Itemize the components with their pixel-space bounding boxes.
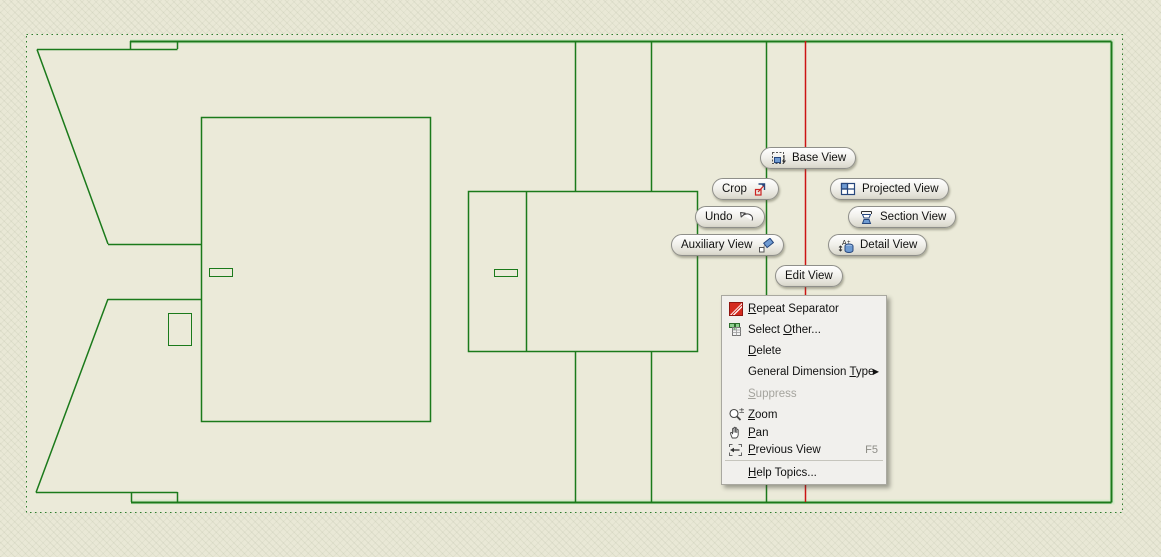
menu-item-label: Repeat Separator — [748, 302, 839, 315]
button-label: Auxiliary View — [681, 239, 753, 251]
auxiliary-view-button[interactable]: Auxiliary View — [671, 234, 785, 256]
button-label: Base View — [792, 152, 847, 164]
repeat-separator-icon — [726, 301, 745, 316]
undo-button[interactable]: Undo — [695, 206, 765, 228]
context-menu: Repeat Separator Select Other... Delete … — [721, 295, 887, 485]
projected-view-button[interactable]: Projected View — [830, 178, 949, 200]
menu-item-repeat-separator[interactable]: Repeat Separator — [722, 298, 886, 319]
crop-button[interactable]: Crop — [712, 178, 779, 200]
detail-view-icon: A + — [838, 238, 855, 253]
auxiliary-view-icon — [757, 237, 775, 253]
pan-icon — [726, 425, 745, 440]
slot-cutout-3[interactable] — [494, 269, 518, 277]
detail-view-button[interactable]: A + Detail View — [828, 234, 928, 256]
undo-icon — [738, 210, 755, 225]
menu-item-pan[interactable]: Pan — [722, 424, 886, 441]
menu-item-label: Suppress — [748, 388, 797, 400]
bottom-left-edge[interactable] — [36, 491, 179, 502]
notch-connector-edges[interactable] — [108, 243, 201, 301]
drawing-sheet — [26, 34, 1122, 512]
button-label: Undo — [705, 211, 733, 223]
menu-item-select-other[interactable]: Select Other... — [722, 319, 886, 340]
submenu-arrow-icon: ▶ — [872, 367, 879, 376]
menu-item-label: General Dimension Type — [748, 366, 873, 378]
outer-profile-edges[interactable] — [130, 40, 1113, 504]
svg-text:+: + — [847, 240, 851, 246]
bend-lines[interactable] — [574, 41, 653, 502]
menu-item-suppress: Suppress — [722, 383, 886, 405]
menu-shortcut: F5 — [865, 443, 878, 456]
flat-pattern-geometry[interactable] — [35, 40, 1113, 504]
menu-item-help-topics[interactable]: Help Topics... — [722, 463, 886, 482]
flat-pattern-highlight — [130, 39, 1115, 505]
base-view-icon — [770, 151, 787, 166]
left-notch-diagonals[interactable] — [35, 49, 109, 493]
button-label: Crop — [722, 183, 747, 195]
previous-view-icon — [726, 442, 745, 457]
section-view-button[interactable]: Section View — [848, 206, 957, 228]
zoom-plusminus-glyph: ± — [738, 407, 744, 415]
base-view-button[interactable]: Base View — [760, 147, 857, 169]
slot-cutout-2[interactable] — [168, 313, 192, 346]
menu-item-delete[interactable]: Delete — [722, 340, 886, 361]
menu-item-label: Zoom — [748, 408, 778, 421]
menu-item-label: Pan — [748, 426, 769, 439]
button-label: Edit View — [785, 270, 833, 282]
button-label: Detail View — [860, 239, 918, 251]
menu-item-general-dimension-type[interactable]: General Dimension Type ▶ — [722, 361, 886, 383]
detail-letter: A — [842, 240, 847, 247]
projected-view-icon — [840, 182, 857, 197]
edit-view-button[interactable]: Edit View — [775, 265, 843, 287]
button-label: Section View — [880, 211, 947, 223]
menu-item-label: Delete — [748, 344, 782, 357]
left-panel-rectangle[interactable] — [200, 116, 432, 423]
button-label: Projected View — [862, 183, 939, 195]
menu-separator — [725, 460, 883, 461]
menu-item-label: Help Topics... — [748, 466, 817, 479]
crop-icon — [752, 182, 769, 197]
sheet-dotted-border — [26, 34, 1123, 513]
menu-item-previous-view[interactable]: Previous View F5 — [722, 441, 886, 458]
top-left-edge[interactable] — [37, 41, 179, 51]
slot-cutout-1[interactable] — [209, 268, 233, 277]
menu-item-label: Previous View — [748, 443, 821, 456]
middle-panel-rectangle[interactable] — [467, 190, 699, 353]
section-view-icon — [858, 210, 875, 225]
zoom-icon: ± — [726, 407, 745, 422]
menu-item-zoom[interactable]: ± Zoom — [722, 405, 886, 424]
select-other-icon — [726, 322, 745, 337]
menu-item-label: Select Other... — [748, 323, 821, 336]
